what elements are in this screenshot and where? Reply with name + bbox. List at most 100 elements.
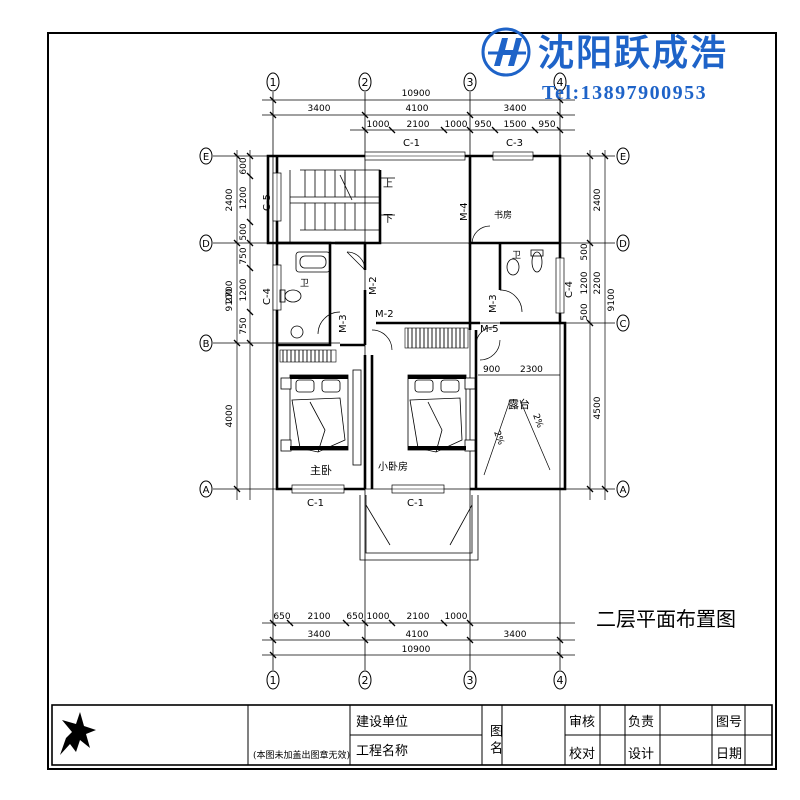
dim-bottom-bay-2: 4100 [406, 630, 429, 640]
dim-balcony-1: 900 [483, 365, 500, 375]
tb-project-name: 工程名称 [356, 744, 409, 759]
dim-right-bay-2: 2200 [593, 271, 603, 294]
grid-axis-A-right: A [616, 480, 630, 498]
dim-top-opening-4: 950 [474, 120, 491, 130]
svg-text:1: 1 [270, 674, 277, 687]
terrace-slope-right: 2% [530, 413, 544, 430]
svg-text:E: E [203, 152, 209, 163]
door-tag-m3-left: M-3 [338, 314, 349, 333]
svg-text:A: A [203, 485, 210, 496]
tb-review: 审核 [569, 715, 596, 730]
left-bathroom-fixtures [279, 251, 331, 339]
dim-left-opening-3: 750 [239, 247, 249, 264]
grid-axis-3-bottom: 3 [463, 670, 477, 690]
grid-axis-A-left: A [199, 480, 213, 498]
svg-text:4: 4 [557, 76, 564, 89]
dim-left-opening-4: 500 [239, 223, 249, 240]
window-tag-c1-bottom-right: C-1 [407, 498, 424, 509]
dim-left-opening-1: 750 [239, 317, 249, 334]
dim-bottom-opening-1: 650 [273, 612, 290, 622]
svg-text:B: B [203, 339, 210, 350]
svg-text:3: 3 [467, 76, 474, 89]
bay-window [359, 495, 479, 561]
dim-bottom-bay-3: 3400 [504, 630, 527, 640]
door-swings [317, 225, 523, 361]
terrace-label: 露台 [508, 397, 530, 411]
door-tag-m4: M-4 [459, 202, 470, 221]
dim-left-opening-5: 1200 [239, 186, 249, 209]
svg-text:2: 2 [362, 674, 369, 687]
dim-bottom-opening-2: 2100 [308, 612, 331, 622]
dim-bottom-bay-1: 3400 [308, 630, 331, 640]
dim-bottom-opening-6: 1000 [445, 612, 468, 622]
tb-stamp-note: (本图未加盖出图章无效) [253, 751, 351, 761]
dim-left-total: 9100 [225, 288, 235, 311]
terrace-slope [478, 374, 560, 476]
tb-construction-unit: 建设单位 [356, 715, 409, 730]
dim-top-bay-2: 4100 [406, 104, 429, 114]
window-tag-c4-right: C-4 [564, 281, 575, 298]
terrace-slope-left: 2% [491, 430, 505, 447]
dim-left-bay-3: 2400 [225, 188, 235, 211]
master-bed [280, 369, 362, 466]
door-tag-m2-b: M-2 [375, 309, 394, 320]
tb-drawing-name: 图名 [487, 724, 502, 758]
dim-top-total: 10900 [402, 89, 431, 99]
master-bedroom-label: 主卧 [310, 464, 332, 477]
dim-balcony-2: 2300 [520, 365, 543, 375]
dim-top-bay-1: 3400 [308, 104, 331, 114]
dim-right-bay-1: 4500 [593, 396, 603, 419]
stair-up-label: 上 [383, 178, 393, 190]
sheet-frame [47, 32, 777, 770]
dim-top-opening-3: 1000 [445, 120, 468, 130]
grid-axis-4-bottom: 4 [553, 670, 567, 690]
grid-axis-4-top: 4 [553, 72, 567, 92]
tb-date: 日期 [716, 747, 743, 762]
brand-logo-icon [481, 27, 531, 77]
svg-text:C: C [620, 319, 627, 330]
dim-right-total: 9100 [607, 288, 617, 311]
drawing-title: 二层平面布置图 [596, 607, 736, 631]
svg-text:3: 3 [467, 674, 474, 687]
dim-right-opening-2: 1200 [580, 271, 590, 294]
dim-bottom-total: 10900 [402, 645, 431, 655]
svg-text:D: D [202, 239, 210, 250]
dim-bottom-opening-4: 1000 [367, 612, 390, 622]
grid-axis-D-left: D [199, 234, 213, 252]
dim-top-opening-1: 1000 [367, 120, 390, 130]
window-tag-c1-top: C-1 [403, 138, 420, 149]
door-tag-m2-a: M-2 [368, 276, 379, 295]
window-tag-c5: C-5 [262, 194, 273, 211]
grid-axis-C-right: C [616, 314, 630, 332]
dim-top-opening-2: 2100 [407, 120, 430, 130]
brand-name: 沈阳跃成浩 [538, 32, 729, 74]
grid-axis-B-left: B [199, 334, 213, 352]
window-tag-c4-left: C-4 [262, 288, 273, 305]
grid-axis-E-right: E [616, 147, 630, 165]
grid-axis-E-left: E [199, 147, 213, 165]
dim-left-bay-1: 4000 [225, 404, 235, 427]
svg-text:4: 4 [557, 674, 564, 687]
title-block-logo [60, 712, 96, 755]
grid-axis-D-right: D [616, 234, 630, 252]
tb-proofread: 校对 [569, 747, 596, 762]
svg-text:D: D [619, 239, 627, 250]
window-tag-c1-bottom-left: C-1 [307, 498, 324, 509]
dim-right-opening-3: 500 [580, 303, 590, 320]
study-label: 书房 [494, 209, 512, 221]
toilet-left-label: 卫 [300, 279, 309, 289]
staircase [289, 169, 395, 243]
dim-bottom-opening-5: 2100 [407, 612, 430, 622]
grid-axis-1-top: 1 [266, 72, 280, 92]
dim-top-opening-5: 1500 [504, 120, 527, 130]
tb-drawing-no: 图号 [716, 715, 743, 730]
tb-responsible: 负责 [628, 715, 655, 730]
svg-text:2: 2 [362, 76, 369, 89]
dim-top-opening-6: 950 [538, 120, 555, 130]
dim-left-opening-2: 1200 [239, 278, 249, 301]
grid-axis-2-top: 2 [358, 72, 372, 92]
dim-left-bay-2: 2700 [225, 280, 235, 303]
grid-axis-2-bottom: 2 [358, 670, 372, 690]
right-bathroom-fixtures [506, 249, 544, 276]
